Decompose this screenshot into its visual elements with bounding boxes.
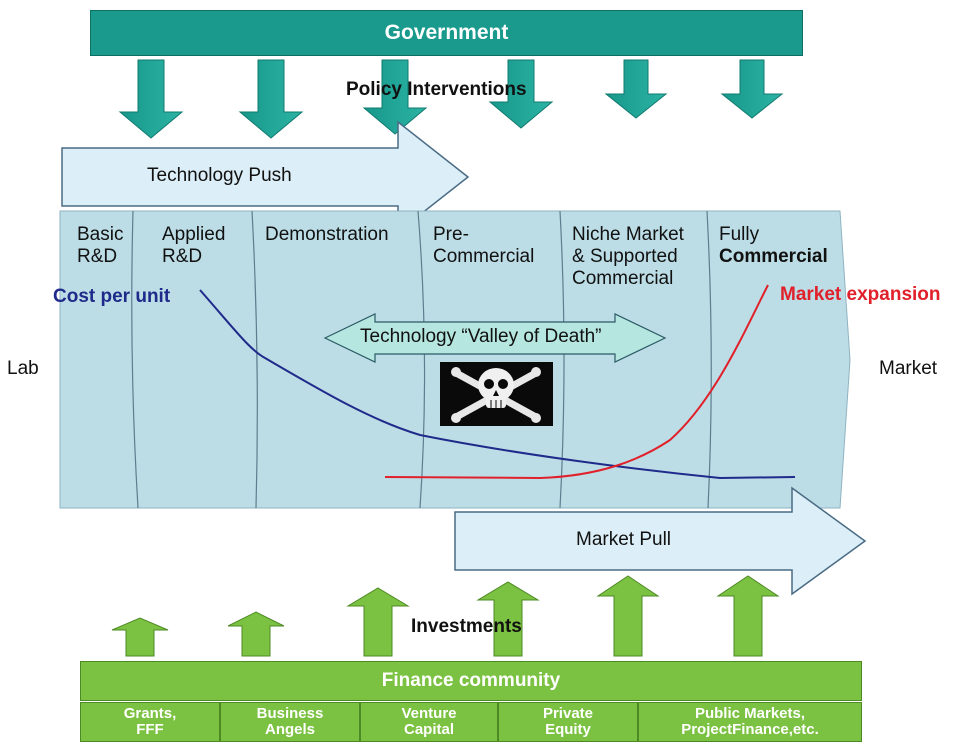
market-pull-label: Market Pull xyxy=(576,529,672,550)
stage-pre-commercial: Pre-Commercial xyxy=(433,224,535,268)
valley-double-arrow xyxy=(323,313,667,363)
government-label: Government xyxy=(384,21,509,44)
cost-curve xyxy=(199,289,796,480)
investment-arrow-6 xyxy=(716,575,780,657)
valley-of-death-label: Technology “Valley of Death” xyxy=(360,326,602,347)
market-pull-arrow xyxy=(454,486,867,596)
policy-arrow-5 xyxy=(604,59,668,119)
skull-icon xyxy=(440,362,553,426)
technology-push-arrow xyxy=(61,120,470,234)
finance-source-public-markets: Public Markets,ProjectFinance,etc. xyxy=(638,702,862,742)
finance-source-grants: Grants,FFF xyxy=(80,702,220,742)
stage-divider-3 xyxy=(417,210,426,509)
investment-arrow-2 xyxy=(227,611,285,657)
investment-arrow-3 xyxy=(346,587,410,657)
stage-divider-5 xyxy=(706,210,712,509)
investment-arrow-1 xyxy=(111,617,169,657)
technology-push-label: Technology Push xyxy=(147,165,292,186)
investment-arrow-4 xyxy=(476,581,540,657)
stage-divider-4 xyxy=(559,210,565,509)
finance-community-bar: Finance community xyxy=(80,661,862,701)
market-expansion-curve xyxy=(384,284,769,480)
policy-arrow-2 xyxy=(238,59,304,139)
investment-arrow-5 xyxy=(596,575,660,657)
lab-label: Lab xyxy=(7,358,39,379)
cost-per-unit-label: Cost per unit xyxy=(53,286,171,307)
policy-arrow-3 xyxy=(362,59,428,135)
policy-interventions-label: Policy Interventions xyxy=(346,79,527,100)
policy-arrow-1 xyxy=(118,59,184,139)
stage-demonstration: Demonstration xyxy=(265,224,389,245)
policy-arrow-4 xyxy=(488,59,554,129)
policy-arrow-6 xyxy=(720,59,784,119)
market-expansion-label: Market expansion xyxy=(780,284,941,305)
stage-divider-1 xyxy=(131,210,139,509)
market-label: Market xyxy=(879,358,938,379)
stage-divider-2 xyxy=(251,210,258,509)
government-bar: Government xyxy=(90,10,803,56)
finance-community-label: Finance community xyxy=(381,670,561,691)
investments-label: Investments xyxy=(411,616,522,637)
